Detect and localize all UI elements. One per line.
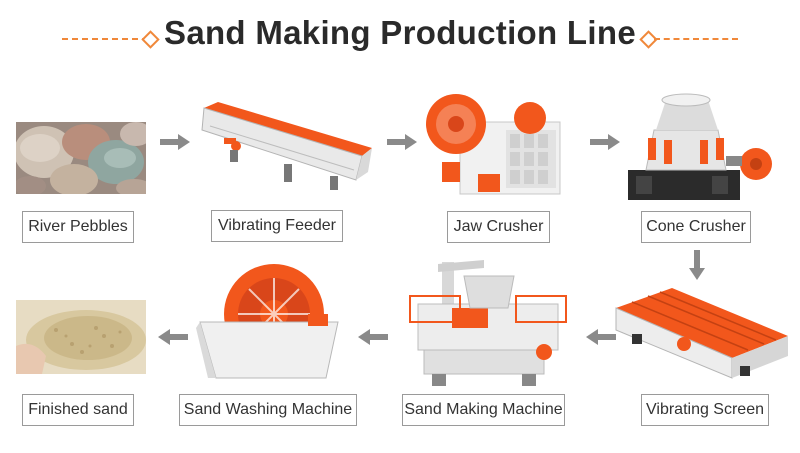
label-cone-crusher: Cone Crusher	[641, 211, 751, 243]
label-river-pebbles: River Pebbles	[22, 211, 134, 243]
label-sand-washing-machine: Sand Washing Machine	[179, 394, 357, 426]
title-left-dash	[62, 38, 148, 40]
jaw-crusher-machine	[420, 84, 570, 204]
arrow-left-icon	[586, 329, 616, 350]
vibrating-screen-machine	[612, 284, 792, 384]
sand-making-machine	[404, 256, 574, 390]
river-pebbles-photo	[14, 122, 152, 197]
arrow-left-icon	[158, 329, 188, 350]
label-sand-making-machine: Sand Making Machine	[402, 394, 565, 426]
cone-crusher-machine	[626, 86, 774, 204]
arrow-right-icon	[160, 134, 190, 155]
sand-washing-machine	[196, 256, 346, 386]
label-jaw-crusher: Jaw Crusher	[447, 211, 550, 243]
arrow-down-icon	[689, 250, 705, 285]
label-vibrating-feeder: Vibrating Feeder	[211, 210, 343, 242]
arrow-right-icon	[387, 134, 417, 155]
title-right-dash	[654, 38, 738, 40]
page-title: Sand Making Production Line	[164, 14, 636, 51]
finished-sand-photo	[16, 300, 146, 374]
label-vibrating-screen: Vibrating Screen	[641, 394, 769, 426]
arrow-left-icon	[358, 329, 388, 350]
arrow-right-icon	[590, 134, 620, 155]
label-finished-sand: Finished sand	[22, 394, 134, 426]
vibrating-feeder-machine	[196, 96, 376, 196]
